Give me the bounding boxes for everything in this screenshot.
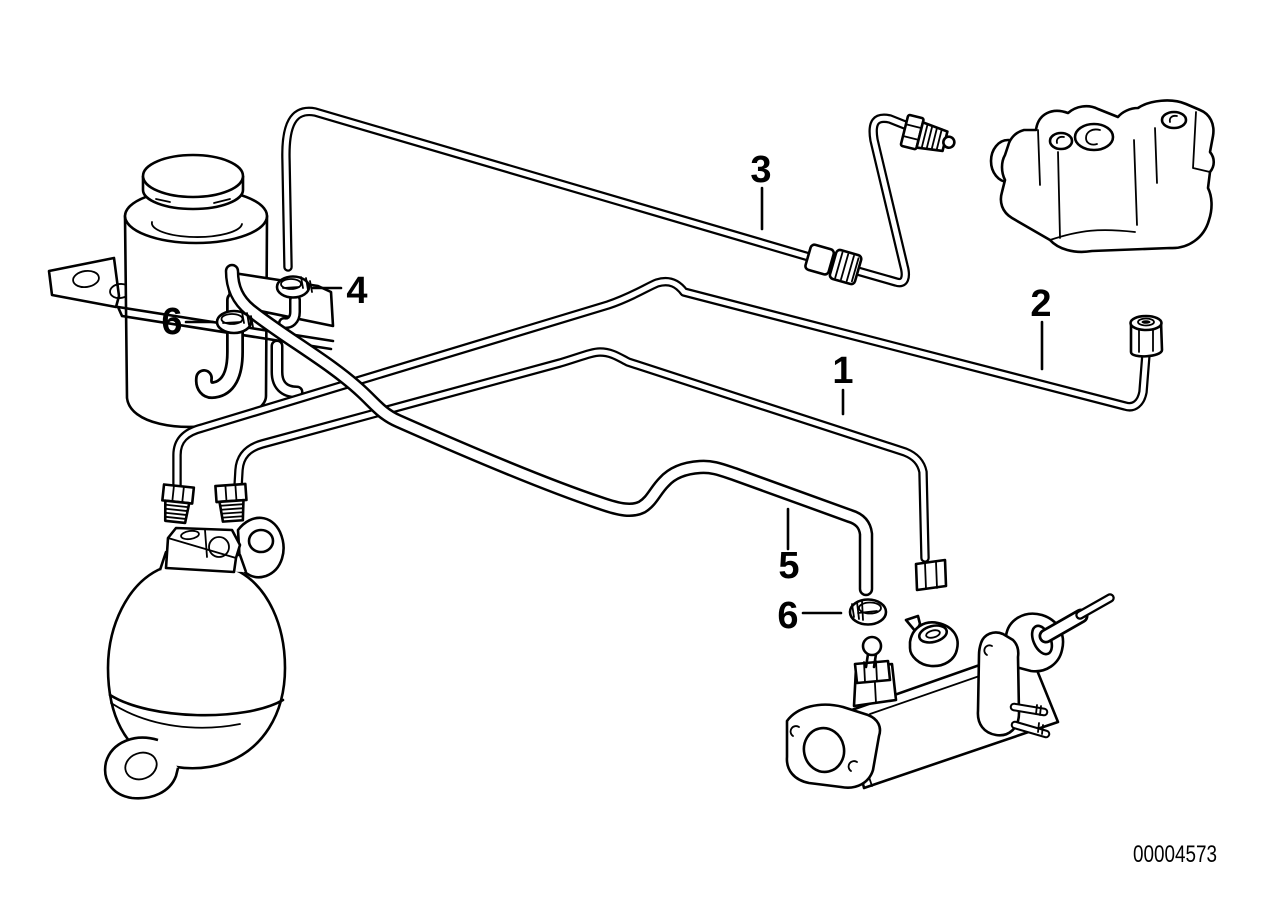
clamp-6-reservoir [215,309,254,335]
master-cylinder [785,593,1115,790]
clamp-4 [275,275,313,299]
callout-2: 2 [1030,283,1052,371]
callout-2-label: 2 [1030,283,1051,325]
nut-pipe-1 [914,558,948,592]
valve-block [989,99,1216,254]
reservoir-cap [141,153,245,199]
pipe-3 [281,106,911,288]
callout-6-reservoir-label: 6 [161,301,182,343]
stud-fitting-left [161,483,196,525]
callout-6-master: 6 [777,595,843,637]
reservoir-outlet-hose [194,291,304,400]
clamp-6-master [848,598,888,626]
callout-1-label: 1 [832,350,853,392]
fitting-pipe-3 [899,113,956,153]
stud-fitting-right [214,482,248,523]
accumulator-tab [103,736,180,800]
callout-4: 4 [311,270,368,312]
callout-4-label: 4 [346,270,367,312]
callout-3-label: 3 [750,149,771,191]
pipe-1 [233,347,930,563]
callout-5: 5 [778,507,800,587]
hose-5 [224,263,874,597]
callout-6-reservoir: 6 [161,301,215,343]
callout-3: 3 [750,149,772,231]
stud-threads [1035,704,1044,735]
callout-6-master-label: 6 [777,595,798,637]
pressure-accumulator [103,516,287,800]
coupling-pipe-3 [804,243,863,286]
nut-pipe-2 [1129,314,1164,358]
pipe-2 [172,276,1151,495]
ball-pin [861,635,883,657]
callout-5-label: 5 [778,545,799,587]
drawing-number: 00004573 [1133,841,1217,868]
callout-1: 1 [832,350,854,416]
mounting-bracket [47,256,131,309]
